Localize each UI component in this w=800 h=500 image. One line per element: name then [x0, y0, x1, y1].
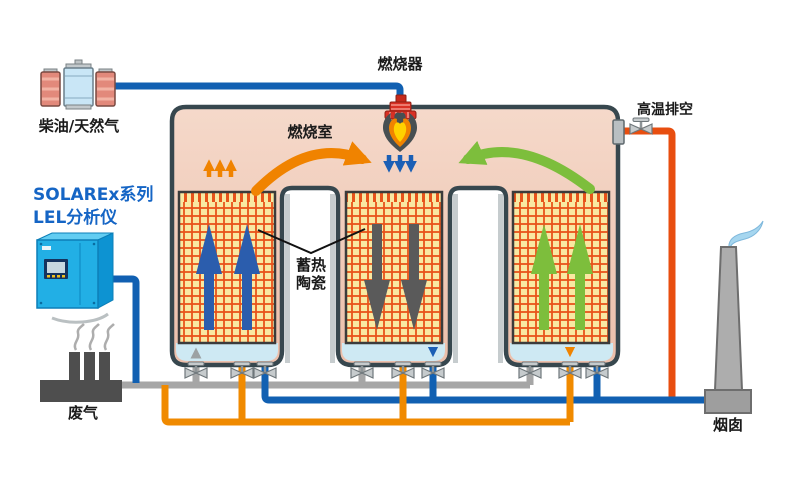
green-curve-arrow: [458, 140, 595, 194]
factory-smoke: [73, 323, 115, 351]
notch-wall: [330, 194, 335, 363]
down-flow-arrow: [364, 224, 390, 330]
ceramic-bed-right: [511, 190, 611, 345]
up-flow-arrow: [531, 224, 557, 330]
ceramic-bed-middle: [344, 190, 444, 345]
callout-lines: [257, 228, 366, 255]
fuel-tanks-icon: [40, 59, 116, 110]
notch-wall: [453, 194, 458, 363]
waste-gas-factory-icon: [40, 323, 122, 402]
hot-vent-label: 高温排空: [637, 102, 693, 118]
clean-gas-blue-pipes: [112, 82, 706, 404]
up-flow-arrow: [234, 224, 260, 330]
plenum-right: [510, 343, 613, 361]
ceramic-bed-left: [177, 190, 277, 345]
fuel-source-label: 柴油/天然气: [38, 117, 120, 135]
orange-curve-arrow: [251, 141, 372, 196]
cabinet-shadow: [51, 312, 109, 324]
waste-gas-label: 废气: [67, 404, 98, 422]
up-flow-arrow: [196, 224, 222, 330]
analyzer-label-line2: LEL分析仪: [33, 208, 118, 228]
vent-port: [612, 119, 625, 145]
waste-gas-gray-pipes: [108, 360, 534, 389]
combustion-flow-arrows: [203, 140, 595, 196]
ceramic-media-label-line1: 蓄热: [295, 256, 326, 274]
stack-label: 烟囱: [712, 416, 743, 434]
plenum-middle: [342, 343, 445, 361]
small-up-arrows: [203, 159, 237, 177]
up-flow-arrow: [567, 224, 593, 330]
lel-analyzer-icon: [36, 232, 114, 324]
analyzer-label-line1: SOLAREx系列: [33, 185, 154, 205]
burner-label: 燃烧器: [377, 55, 423, 73]
flame-core: [393, 122, 407, 142]
purge-orange-pipes: [161, 360, 574, 426]
plenum-left: [176, 343, 278, 361]
burner-icon: [382, 94, 418, 152]
hot-vent-pipe: [620, 127, 676, 400]
notch-wall: [285, 194, 290, 363]
notch-wall: [498, 194, 503, 363]
small-down-arrows: [383, 155, 417, 173]
stack-chimney-icon: [704, 220, 764, 414]
down-flow-arrow: [401, 224, 427, 330]
combustion-chamber-label: 燃烧室: [287, 123, 333, 141]
ceramic-media-label-line2: 陶瓷: [295, 274, 326, 292]
stack-smoke: [728, 220, 764, 249]
